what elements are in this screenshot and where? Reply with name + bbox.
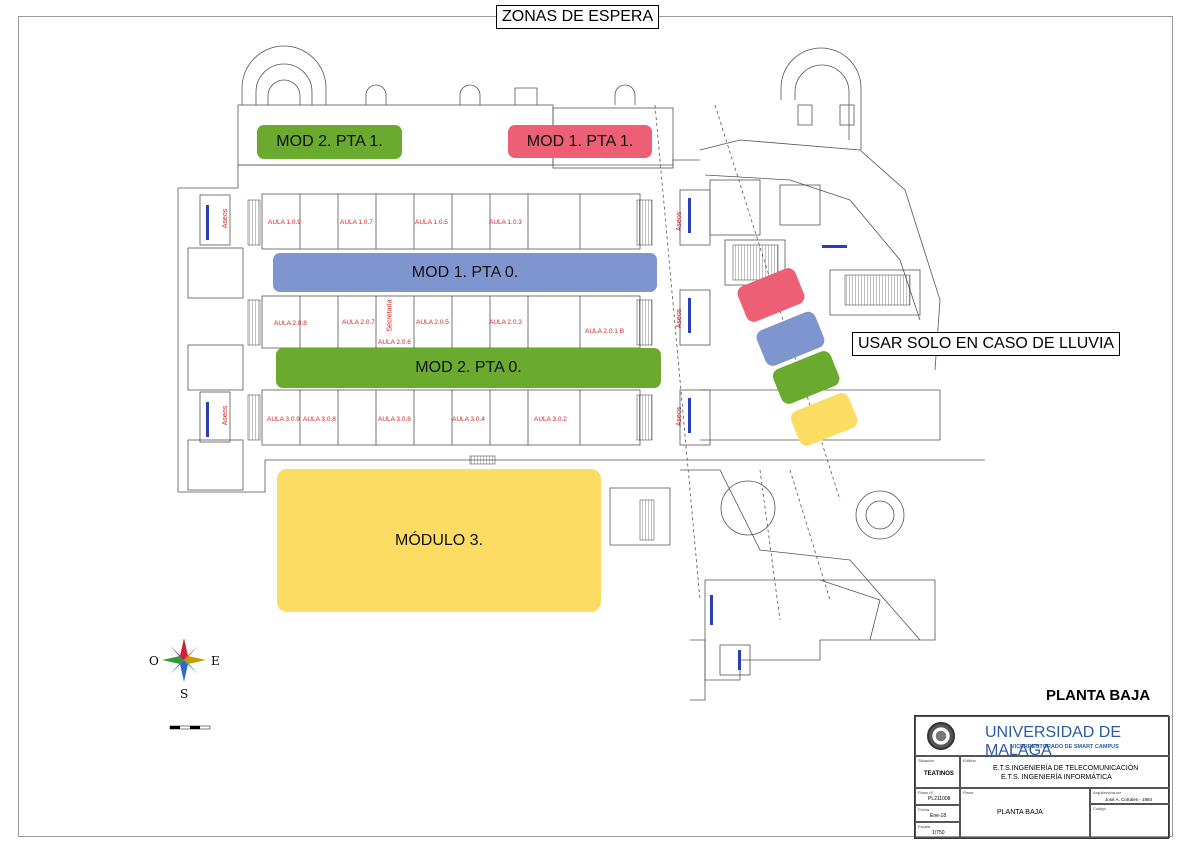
room-label: AULA 3.0.9 bbox=[267, 416, 300, 423]
zone-mod1-pta0: MOD 1. PTA 0. bbox=[273, 253, 657, 292]
code-label: Código bbox=[1093, 806, 1106, 811]
compass-east: E bbox=[211, 654, 220, 668]
room-label: AULA 3.0.8 bbox=[303, 416, 336, 423]
scale-bar bbox=[169, 725, 211, 730]
aseos-label: Aseos bbox=[676, 406, 684, 427]
plan-no-value: PL211008 bbox=[928, 796, 951, 802]
plan-label: Plano bbox=[963, 790, 974, 795]
zone-modulo3: MÓDULO 3. bbox=[277, 469, 601, 612]
aseos-label: Aseos bbox=[676, 211, 684, 232]
plan-no-label: Plano nº bbox=[918, 790, 934, 795]
title-block: UNIVERSIDAD DE MALAGA VICERRECTORADO DE … bbox=[914, 715, 1170, 839]
rain-zone-red bbox=[737, 268, 805, 322]
university-seal-icon bbox=[927, 722, 955, 750]
zone-mod2-pta1: MOD 2. PTA 1. bbox=[257, 125, 402, 159]
scale-value: 1/750 bbox=[932, 830, 945, 836]
room-label: AULA 1.0.7 bbox=[340, 219, 373, 226]
aseos-label: Aseos bbox=[222, 208, 230, 229]
university-name: UNIVERSIDAD DE MALAGA bbox=[985, 724, 1122, 759]
room-label: AULA 2.0.7 bbox=[342, 319, 375, 326]
zone-mod2-pta0: MOD 2. PTA 0. bbox=[276, 348, 661, 388]
date-value: Ene-18 bbox=[930, 813, 947, 819]
building-line-1: E.T.S.INGENIERÍA DE TELECOMUNICACIÓN bbox=[993, 765, 1139, 772]
page-title: ZONAS DE ESPERA bbox=[496, 5, 660, 29]
scale-label: Escala bbox=[918, 824, 931, 829]
aseos-label: Aseos bbox=[676, 308, 684, 329]
room-label: AULA 3.0.4 bbox=[452, 416, 485, 423]
architect-value: José A. Corrales - 1984 bbox=[1105, 797, 1153, 802]
building-line-2: E.T.S. INGENIERÍA INFORMÁTICA bbox=[1001, 774, 1112, 781]
architect-label: Arquitecto/autor bbox=[1093, 790, 1122, 795]
rain-zone-yellow bbox=[790, 393, 858, 446]
room-label: AULA 2.0.8 bbox=[274, 320, 307, 327]
building-label: Edificio bbox=[963, 758, 976, 763]
room-label: AULA 2.0.6 bbox=[378, 339, 411, 346]
date-label: Fecha bbox=[918, 807, 930, 812]
room-label: AULA 3.0.2 bbox=[534, 416, 567, 423]
plan-title: PLANTA BAJA bbox=[1046, 687, 1151, 704]
vicerrectorado: VICERRECTORADO DE SMART CAMPUS bbox=[1011, 744, 1119, 750]
plan-name-value: PLANTA BAJA bbox=[997, 809, 1043, 816]
compass-west: O bbox=[149, 654, 159, 668]
compass-south: S bbox=[180, 687, 189, 701]
room-label: AULA 1.0.9 bbox=[268, 219, 301, 226]
room-label: AULA 3.0.6 bbox=[378, 416, 411, 423]
secretaria-label: Secretaría bbox=[386, 299, 394, 332]
campus-label: Situación bbox=[918, 758, 935, 763]
room-label: AULA 2.0.1 B bbox=[585, 328, 625, 335]
room-label: AULA 2.0.5 bbox=[416, 319, 449, 326]
room-label: AULA 1.0.3 bbox=[489, 219, 522, 226]
room-label: AULA 2.0.3 bbox=[489, 319, 522, 326]
campus-value: TEATINOS bbox=[924, 771, 954, 777]
compass-rose-icon bbox=[162, 638, 206, 682]
rain-zone-blue bbox=[756, 311, 825, 366]
zone-mod1-pta1: MOD 1. PTA 1. bbox=[508, 125, 652, 158]
rain-note: USAR SOLO EN CASO DE LLUVIA bbox=[852, 332, 1121, 356]
rain-zone-green bbox=[772, 351, 840, 404]
aseos-label: Aseos bbox=[222, 405, 230, 426]
room-label: AULA 1.0.5 bbox=[415, 219, 448, 226]
